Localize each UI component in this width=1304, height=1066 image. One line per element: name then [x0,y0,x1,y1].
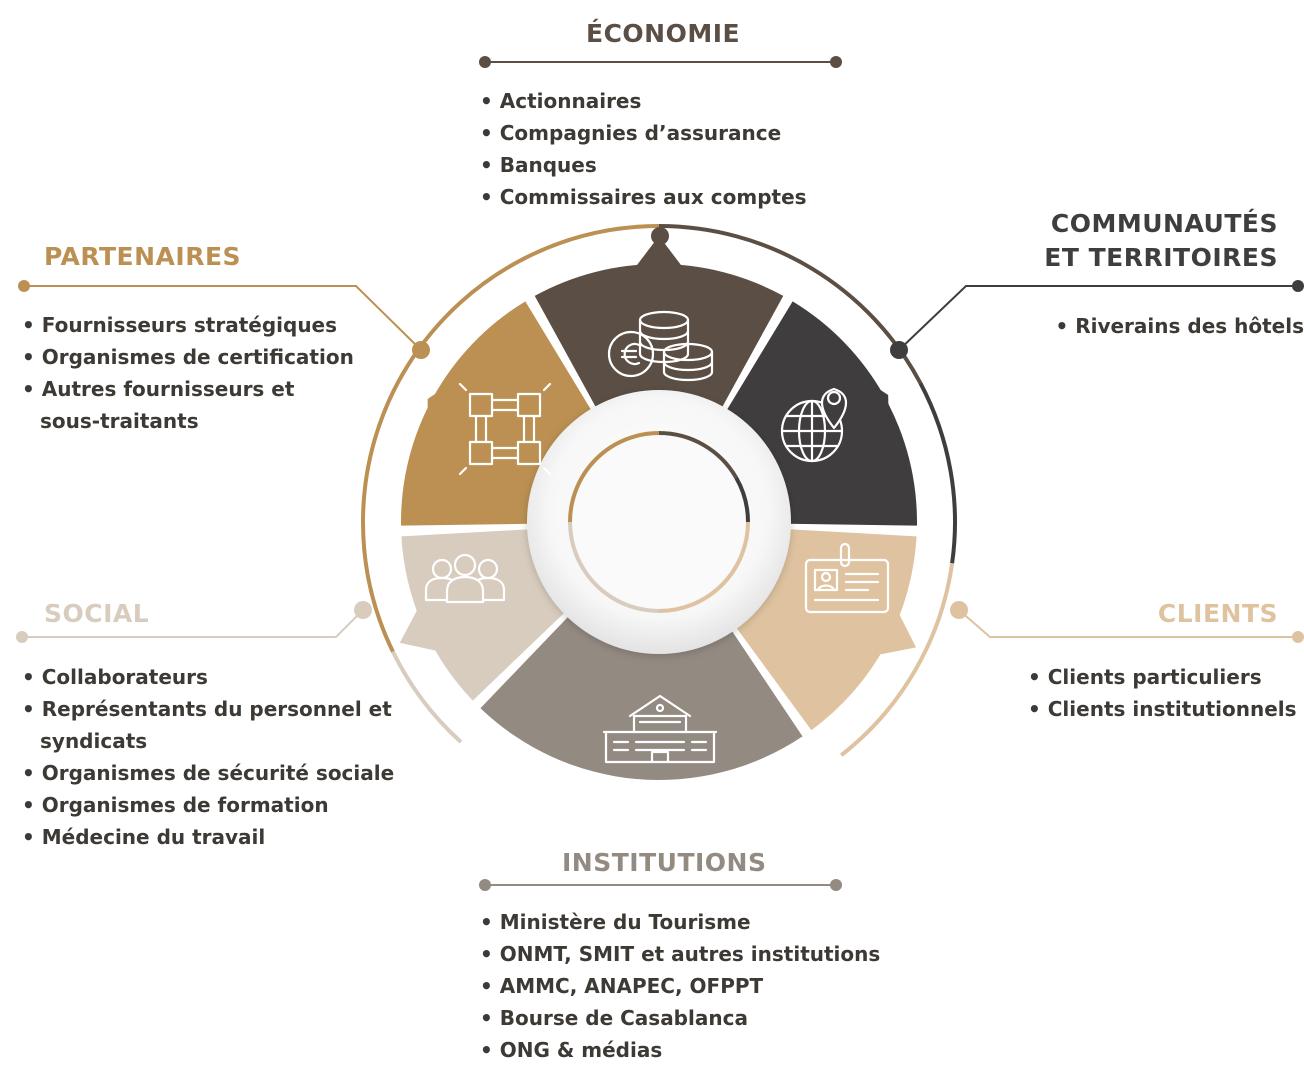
clients-anchor-dot [950,601,968,619]
list-item: Clients particuliers [1028,661,1297,693]
economie-anchor-dot [830,56,842,68]
list-item: Clients institutionnels [1028,693,1297,725]
communautes-list: Riverains des hôtels [1055,310,1304,342]
list-item: Bourse de Casablanca [480,1002,880,1034]
institutions-list: Ministère du Tourisme ONMT, SMIT et autr… [480,906,881,1066]
partenaires-sector [401,301,593,526]
social-title: SOCIAL [44,599,150,628]
clients-connector [958,609,1298,638]
list-item: Collaborateurs [22,661,392,693]
anchor-dots [16,56,1304,891]
partenaires-inner-arc [568,431,660,523]
list-item: Banques [480,149,807,181]
social-outer-arc [391,650,463,744]
economie-title: ÉCONOMIE [586,19,741,48]
social-connector [22,609,364,638]
id-badge-icon [804,542,890,614]
list-item: ONMT, SMIT et autres institutions [480,938,881,970]
social-sector [401,529,567,701]
coins-euro-icon [607,310,714,382]
connector-lines [22,61,1298,886]
communautes-pointer [859,376,889,430]
wheel-sectors [399,236,917,780]
building-icon [602,694,718,764]
partenaires-anchor-dot [412,341,430,359]
list-item: Autres fournisseurs et sous-traitants [22,373,322,437]
list-item: Organismes de sécurité sociale [22,757,394,789]
clients-anchor-dot [1292,631,1304,643]
center-disc [573,436,745,608]
clients-title: CLIENTS [1157,599,1278,628]
communautes-anchor-dot [890,341,908,359]
communautes-outer-arc [918,382,957,564]
communautes-sector [725,301,917,526]
communautes-inner-arc [734,476,750,523]
list-item: Organismes de certification [22,341,354,373]
social-list: Collaborateurs Représentants du personne… [22,661,394,853]
clients-outer-arc [840,562,955,757]
list-item: AMMC, ANAPEC, OFPPT [480,970,880,1002]
partenaires-title: PARTENAIRES [44,242,242,271]
clients-list: Clients particuliers Clients institution… [1028,661,1297,725]
globe-location-icon [780,387,848,463]
list-item: Organismes de formation [22,789,392,821]
economie-anchor-dot [479,56,491,68]
list-item: Fournisseurs stratégiques [22,309,337,341]
hands-circle-icon [458,382,552,476]
social-pointer [399,598,449,654]
list-item: Représentants du personnel et syndicats [22,693,392,757]
clients-sector [734,529,917,731]
communautes-title-line1: COMMUNAUTÉS [1050,209,1278,238]
people-group-icon [424,553,506,604]
economie-list: Actionnaires Compagnies d’assurance Banq… [480,85,807,213]
partenaires-list: Fournisseurs stratégiques Organismes de … [22,309,354,437]
partenaires-connector [24,285,422,351]
economie-sector [534,264,784,410]
social-anchor-dot [16,631,28,643]
partenaires-anchor-dot [18,280,30,292]
economie-anchor-dot [651,227,669,245]
clients-pointer [866,602,917,658]
list-item: Ministère du Tourisme [480,906,880,938]
economie-pointer [628,236,690,276]
partenaires-pointer [427,379,456,434]
inner-ring-arcs [568,431,750,613]
list-item: Médecine du travail [22,821,392,853]
communautes-title-line2: ET TERRITOIRES [1044,243,1278,272]
institutions-title: INSTITUTIONS [562,848,767,877]
list-item: Riverains des hôtels [1055,310,1304,342]
institutions-sector [480,614,803,780]
institutions-anchor-dot [830,879,842,891]
communautes-connector [898,285,1298,351]
social-inner-arc [568,521,660,613]
economie-inner-arc [658,431,738,479]
communautes-anchor-dot [1292,280,1304,292]
list-item: ONG & médias [480,1034,880,1066]
social-anchor-dot [354,601,372,619]
list-item: Commissaires aux comptes [480,181,807,213]
institutions-anchor-dot [479,879,491,891]
list-item: Compagnies d’assurance [480,117,807,149]
partenaires-outer-arc [361,224,660,653]
clients-inner-arc [658,521,750,613]
list-item: Actionnaires [480,85,807,117]
